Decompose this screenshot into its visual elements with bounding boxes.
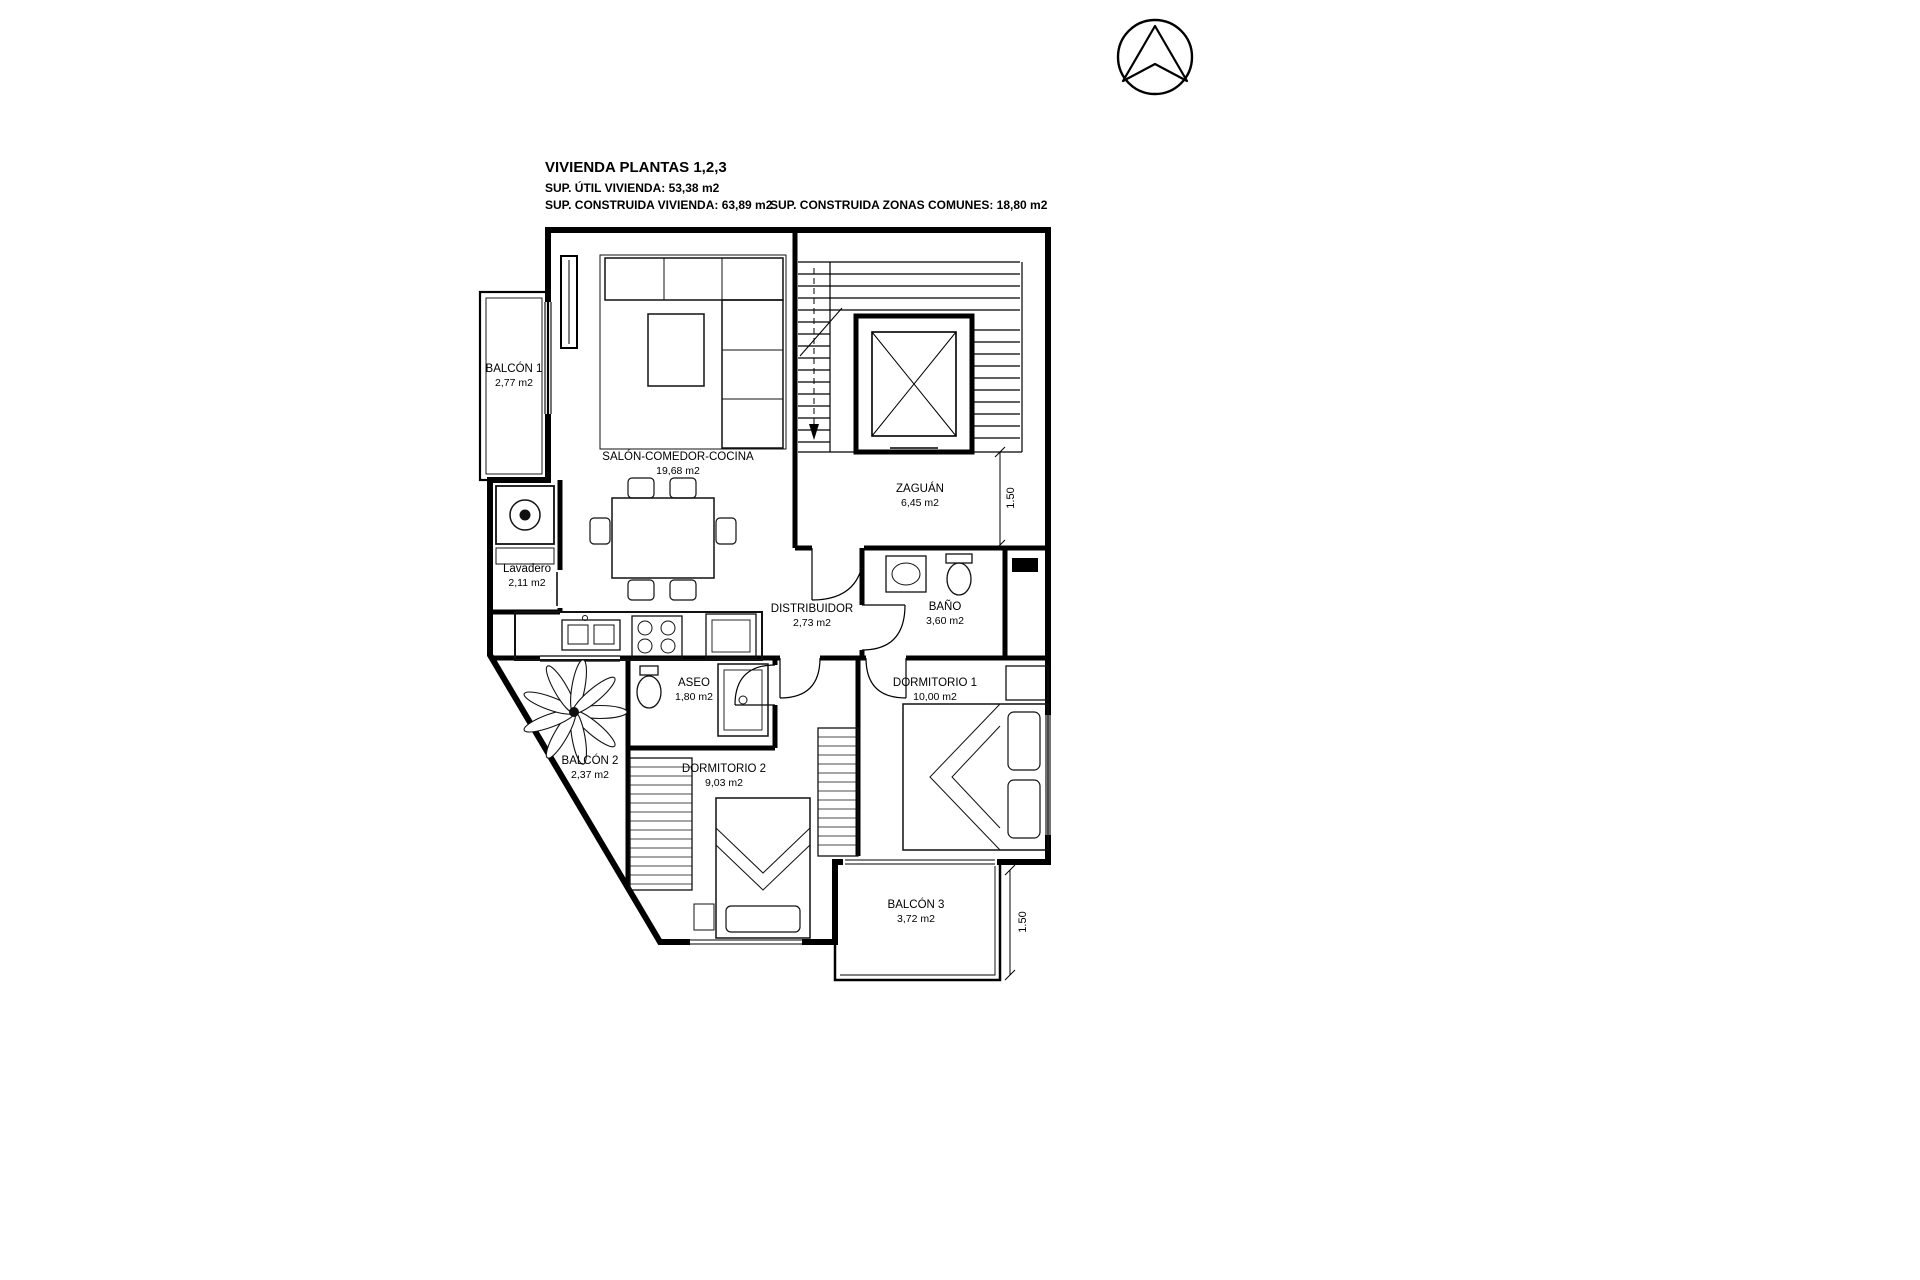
sofa-icon bbox=[604, 257, 784, 449]
single-bed-icon bbox=[715, 797, 811, 939]
area-balcon1: 2,77 m2 bbox=[495, 377, 533, 389]
double-bed-icon bbox=[902, 703, 1049, 851]
balcon3-railing bbox=[833, 862, 1002, 982]
bathroom-fixtures bbox=[885, 553, 1038, 596]
dimension-zaguan bbox=[994, 446, 1006, 551]
area-dorm1: 10,00 m2 bbox=[913, 691, 957, 703]
bath-door bbox=[861, 604, 906, 651]
area-distribuidor: 2,73 m2 bbox=[793, 617, 831, 629]
plan-title: VIVIENDA PLANTAS 1,2,3 bbox=[545, 159, 727, 176]
label-distribuidor: DISTRIBUIDOR bbox=[771, 603, 853, 615]
room-labels: BALCÓN 1 2,77 m2 SALÓN-COMEDOR-COCINA 19… bbox=[486, 362, 978, 925]
label-balcon3: BALCÓN 3 bbox=[888, 898, 945, 911]
area-balcon2: 2,37 m2 bbox=[571, 769, 609, 781]
plan-built-area: SUP. CONSTRUIDA VIVIENDA: 63,89 m2 bbox=[545, 198, 773, 212]
balcon3-window bbox=[843, 856, 997, 868]
dimension-label-1: 1.50 bbox=[1005, 487, 1017, 508]
aseo-door bbox=[734, 664, 776, 706]
label-balcon2: BALCÓN 2 bbox=[562, 754, 619, 767]
dorm2-furniture bbox=[629, 727, 859, 939]
title-block: VIVIENDA PLANTAS 1,2,3 SUP. ÚTIL VIVIEND… bbox=[545, 159, 1048, 212]
kitchen-appliance-icon bbox=[705, 613, 757, 659]
wardrobe-right-icon bbox=[817, 727, 859, 857]
label-zaguan: ZAGUÁN bbox=[896, 482, 944, 495]
aseo-toilet-icon bbox=[636, 665, 662, 709]
kitchen-counter bbox=[514, 611, 763, 661]
aseo-fixtures bbox=[636, 663, 769, 737]
nightstand-icon bbox=[1005, 665, 1049, 701]
label-dorm1: DORMITORIO 1 bbox=[893, 677, 977, 689]
shower-icon bbox=[717, 663, 769, 737]
plant-icon bbox=[523, 659, 628, 765]
plan-util-area: SUP. ÚTIL VIVIENDA: 53,38 m2 bbox=[545, 180, 720, 195]
label-bano: BAÑO bbox=[929, 600, 962, 613]
washing-machine-icon bbox=[495, 485, 555, 565]
label-salon: SALÓN-COMEDOR-COCINA bbox=[602, 450, 754, 463]
duct-shaft bbox=[1012, 558, 1038, 572]
label-lavadero: Lavadero bbox=[503, 563, 551, 575]
coffee-table-icon bbox=[647, 313, 705, 387]
label-aseo: ASEO bbox=[678, 677, 710, 689]
wardrobe-left-icon bbox=[629, 757, 693, 891]
stove-icon bbox=[631, 615, 683, 659]
dimension-balcon3 bbox=[1004, 864, 1016, 981]
area-lavadero: 2,11 m2 bbox=[508, 577, 545, 589]
dorm2-nightstand-icon bbox=[693, 903, 715, 931]
dining-set-icon bbox=[589, 477, 737, 601]
area-salon: 19,68 m2 bbox=[656, 465, 700, 477]
north-arrow-icon bbox=[1116, 18, 1194, 96]
dimension-label-2: 1.50 bbox=[1017, 911, 1029, 932]
entry-door bbox=[811, 547, 865, 601]
dorm2-window bbox=[690, 936, 802, 948]
area-balcon3: 3,72 m2 bbox=[897, 913, 935, 925]
dorm2-door bbox=[779, 657, 821, 699]
dorm1-door bbox=[865, 657, 907, 699]
bath-sink-icon bbox=[885, 555, 927, 593]
elevator-icon bbox=[853, 313, 975, 455]
plan-common-area: SUP. CONSTRUIDA ZONAS COMUNES: 18,80 m2 bbox=[770, 198, 1048, 212]
stair-direction-arrow bbox=[809, 424, 819, 440]
area-zaguan: 6,45 m2 bbox=[901, 497, 939, 509]
bath-toilet-icon bbox=[945, 553, 973, 596]
balcon1-railing bbox=[478, 290, 550, 482]
dorm1-furniture bbox=[902, 665, 1049, 851]
rug bbox=[599, 254, 787, 450]
area-aseo: 1,80 m2 bbox=[675, 691, 713, 703]
label-balcon1: BALCÓN 1 bbox=[486, 362, 543, 375]
kitchen-sink-icon bbox=[561, 615, 621, 651]
area-dorm2: 9,03 m2 bbox=[705, 777, 743, 789]
staircase bbox=[798, 261, 1023, 453]
label-dorm2: DORMITORIO 2 bbox=[682, 763, 766, 775]
area-bano: 3,60 m2 bbox=[926, 615, 964, 627]
living-room-furniture bbox=[589, 254, 787, 601]
